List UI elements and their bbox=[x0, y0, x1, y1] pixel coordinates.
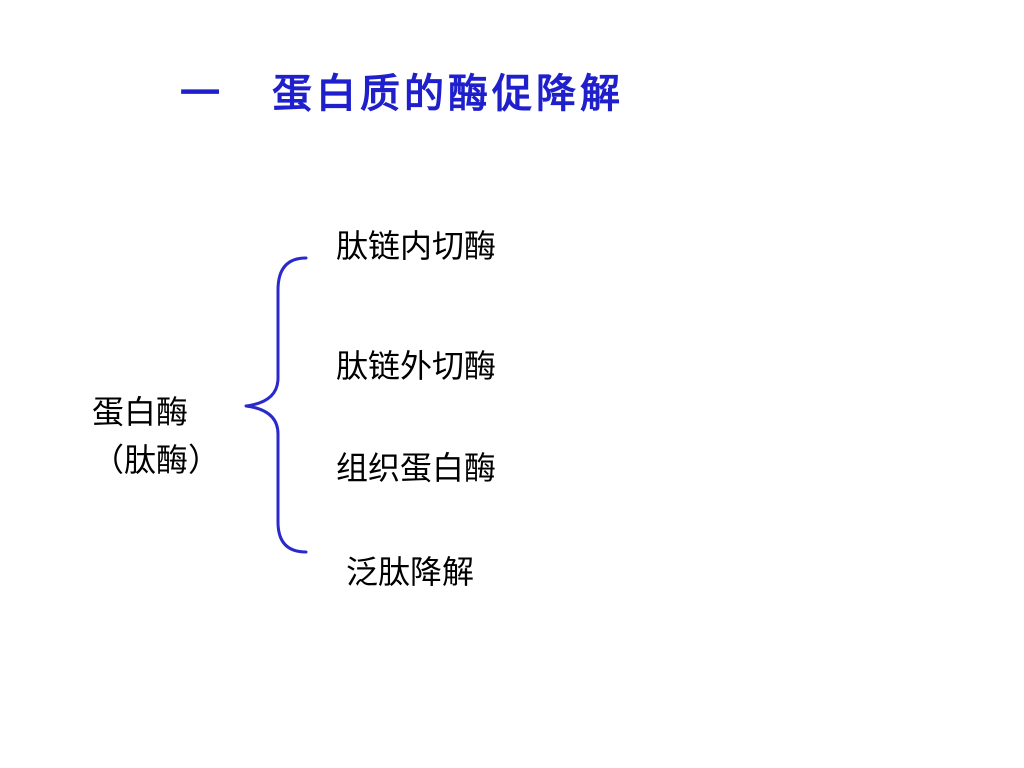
slide-title: 一 蛋白质的酶促降解 bbox=[180, 62, 624, 118]
title-section-number: 一 bbox=[180, 71, 224, 117]
root-node-line-2: （肽酶） bbox=[92, 441, 221, 479]
root-node-line-1: 蛋白酶 bbox=[92, 393, 189, 431]
curly-brace-icon bbox=[244, 256, 308, 554]
root-node-label: 蛋白酶 （肽酶） bbox=[92, 388, 222, 484]
branch-item-endopeptidase: 肽链内切酶 bbox=[336, 227, 497, 265]
branch-item-cathepsin: 组织蛋白酶 bbox=[336, 449, 497, 487]
branch-item-ubiquitin-degradation: 泛肽降解 bbox=[346, 553, 475, 591]
title-text: 蛋白质的酶促降解 bbox=[272, 71, 624, 117]
brace-path bbox=[244, 256, 308, 554]
branch-item-exopeptidase: 肽链外切酶 bbox=[336, 347, 497, 385]
